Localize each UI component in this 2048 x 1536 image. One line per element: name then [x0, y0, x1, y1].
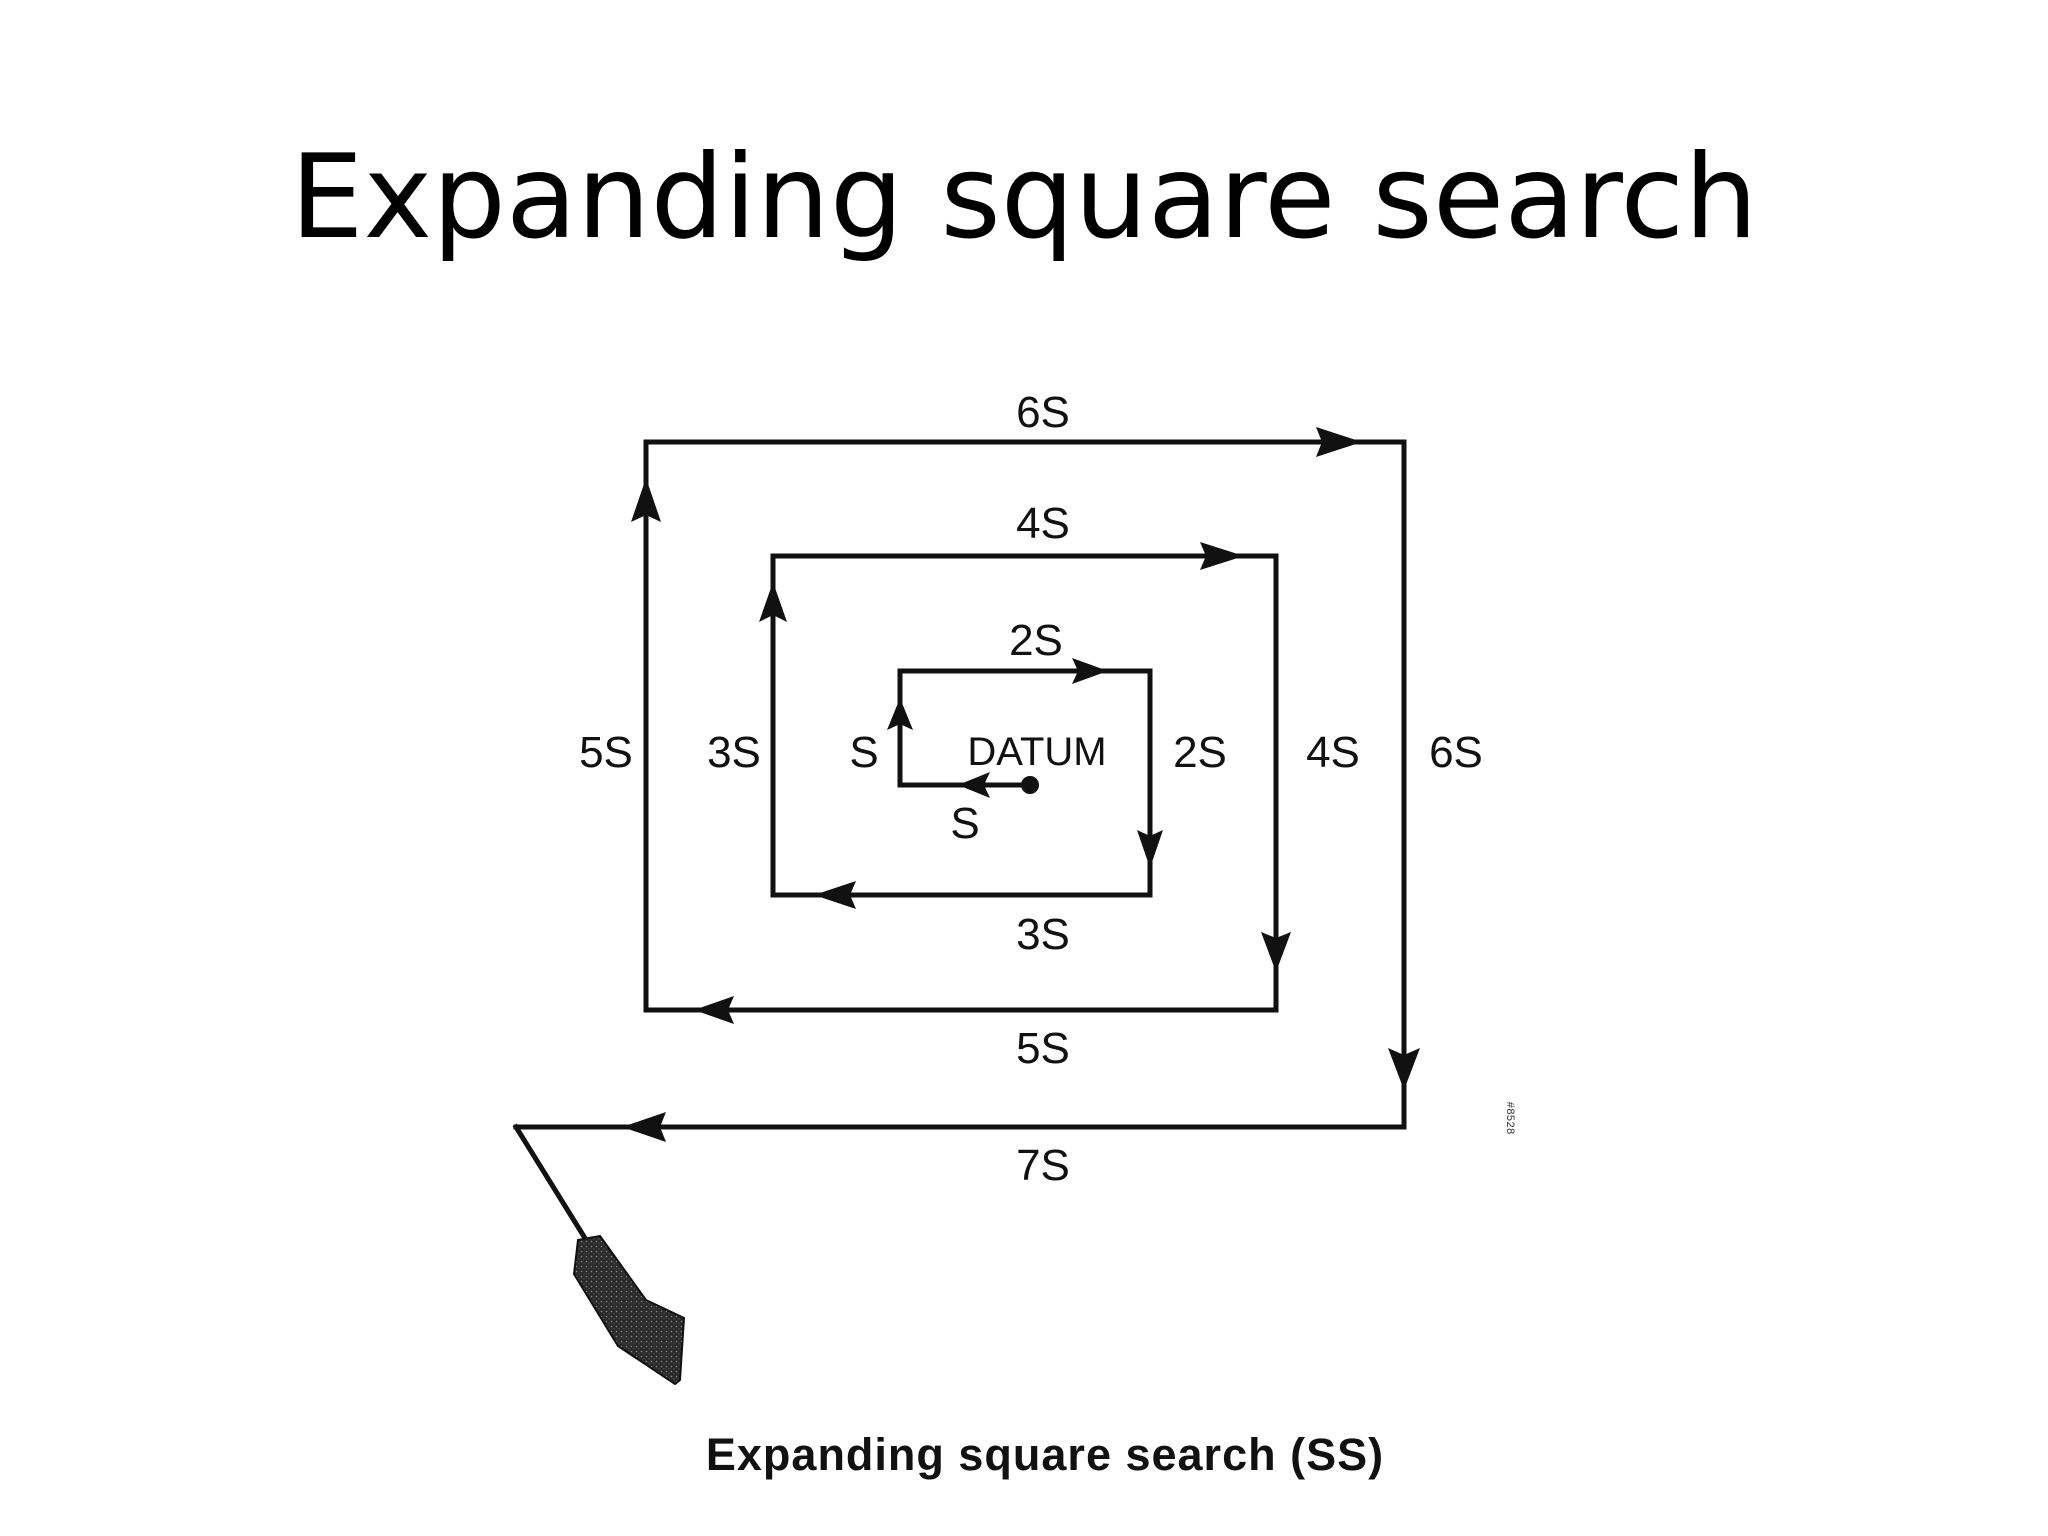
leg-label-6s-right: 6S [1429, 728, 1483, 777]
arrow-right-icon [1316, 427, 1362, 457]
leg-label-s-vertical: S [849, 728, 878, 777]
arrow-down-icon [1261, 932, 1291, 972]
arrow-left-icon [814, 881, 856, 909]
arrow-left-icon [958, 772, 990, 798]
arrow-left-icon [622, 1112, 666, 1142]
arrow-left-icon [694, 996, 734, 1024]
leg-label-3s-bottom: 3S [1016, 910, 1070, 959]
datum-point-icon [1021, 776, 1039, 794]
arrow-up-icon [759, 582, 787, 622]
leg-label-5s-left: 5S [579, 728, 633, 777]
datum-label: DATUM [967, 730, 1106, 774]
slide-title: Expanding square search [290, 130, 1758, 265]
leg-label-6s-top: 6S [1016, 388, 1070, 437]
leg-label-s-horizontal: S [950, 799, 979, 848]
leg-label-2s-top: 2S [1009, 616, 1063, 665]
leg-label-2s-right: 2S [1173, 728, 1227, 777]
arrow-right-icon [1072, 658, 1108, 684]
arrow-up-icon [631, 478, 661, 522]
leg-label-4s-right: 4S [1306, 728, 1360, 777]
search-track [512, 439, 1407, 1247]
leg-label-3s-left: 3S [707, 728, 761, 777]
leg-label-5s-bottom: 5S [1016, 1024, 1070, 1073]
direction-arrows [622, 427, 1420, 1142]
arrow-right-icon [1200, 542, 1244, 570]
leg-label-4s-top: 4S [1016, 499, 1070, 548]
arrow-down-icon [1137, 830, 1163, 868]
approach-line [512, 1123, 592, 1247]
search-vessel-icon [572, 1234, 686, 1386]
figure-code: #8528 [1503, 1101, 1515, 1134]
leg-label-7s-bottom: 7S [1016, 1141, 1070, 1190]
arrow-down-icon [1388, 1048, 1420, 1090]
figure-caption: Expanding square search (SS) [706, 1429, 1384, 1480]
arrow-up-icon [887, 698, 913, 730]
